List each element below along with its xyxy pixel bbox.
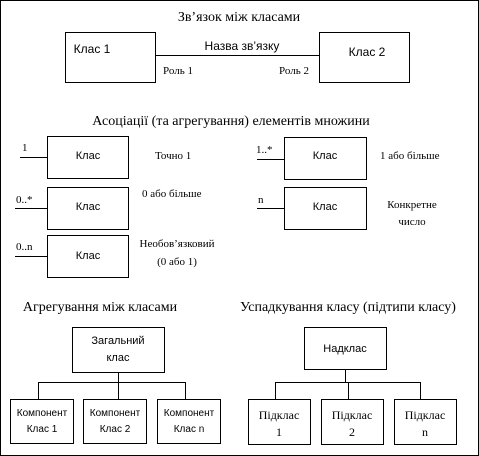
aggregation-title: Агрегування між класами: [23, 300, 178, 315]
desc-zero-or-more: 0 або більше: [142, 188, 202, 200]
class-box-zero-or-more: [47, 187, 129, 230]
class2-box: [319, 32, 410, 83]
aggregation-part-box-2: [83, 399, 147, 444]
class-label-one-or-more: Клас: [313, 150, 338, 162]
aggregation-part-2-line1: Компонент: [90, 408, 141, 419]
mult-specific: n: [258, 194, 264, 206]
desc-specific-line1: Конкретне: [387, 199, 437, 211]
class-label-exactly-one: Клас: [76, 150, 101, 162]
class1-box: [65, 32, 156, 83]
subclass-box-1: [248, 399, 311, 445]
role1-label: Роль 1: [163, 65, 193, 77]
class-label-zero-or-more: Клас: [76, 201, 101, 213]
mult-zero-or-more: 0..*: [16, 194, 33, 206]
aggregation-part-1-line2: Клас 1: [27, 424, 58, 435]
class2-label: Клас 2: [349, 45, 386, 59]
class-box-one-or-more: [284, 137, 367, 180]
association-title: Зв’язок між класами: [178, 10, 301, 25]
mult-exactly-one: 1: [22, 142, 28, 154]
aggregation-whole-line2: клас: [107, 352, 130, 364]
subclass-box-3: [394, 399, 457, 445]
class-box-exactly-one: [47, 136, 129, 179]
mult-one-or-more: 1..*: [256, 144, 273, 156]
class-box-specific: [284, 187, 367, 230]
subclass-1-line1: Підклас: [259, 408, 300, 422]
desc-one-or-more: 1 або більше: [380, 150, 440, 162]
association-name: Назва зв’язку: [205, 39, 280, 53]
aggregation-part-box-1: [10, 399, 74, 444]
superclass-box: [304, 327, 387, 370]
aggregation-part-3-line2: Клас n: [174, 424, 205, 435]
aggregation-part-3-line1: Компонент: [164, 408, 215, 419]
multiplicity-title: Асоціації (та агрегування) елементів мно…: [92, 114, 370, 129]
aggregation-part-2-line2: Клас 2: [100, 424, 131, 435]
class-label-specific: Клас: [313, 201, 338, 213]
subclass-3-line1: Підклас: [405, 408, 446, 422]
role2-label: Роль 2: [279, 65, 309, 77]
subclass-box-2: [321, 399, 384, 445]
class-box-optional: [47, 235, 129, 278]
subclass-1-line2: 1: [276, 425, 282, 439]
mult-optional: 0..n: [16, 241, 33, 253]
aggregation-part-box-3: [157, 399, 221, 444]
desc-optional-line2: (0 або 1): [157, 256, 197, 268]
desc-optional-line1: Необов’язковий: [140, 238, 215, 250]
superclass-label: Надклас: [323, 343, 367, 355]
desc-exactly-one: Точно 1: [155, 150, 191, 162]
aggregation-whole-line1: Загальний: [91, 335, 144, 347]
class1-label: Клас 1: [74, 42, 111, 56]
subclass-2-line1: Підклас: [332, 408, 373, 422]
aggregation-whole-box: [72, 327, 165, 373]
inheritance-title: Успадкування класу (підтипи класу): [240, 300, 456, 315]
subclass-3-line2: n: [422, 425, 428, 439]
aggregation-part-1-line1: Компонент: [17, 408, 68, 419]
subclass-2-line2: 2: [349, 425, 355, 439]
class-label-optional: Клас: [76, 250, 101, 262]
desc-specific-line2: число: [398, 216, 426, 228]
